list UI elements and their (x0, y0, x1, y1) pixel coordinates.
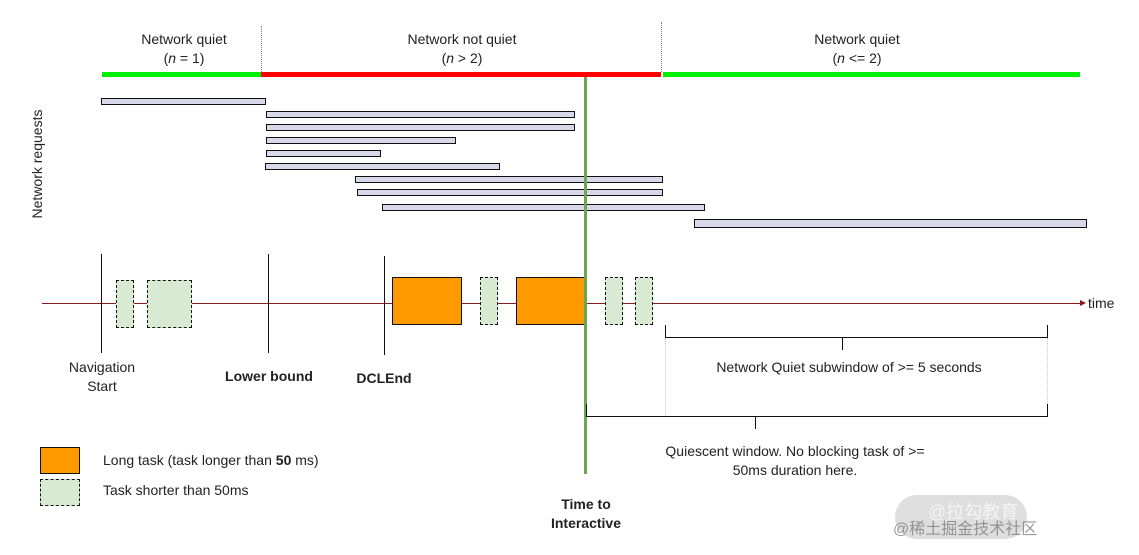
network-request-bar (101, 98, 266, 105)
quiescent-window-label: Quiescent window. No blocking task of >=… (665, 443, 925, 478)
dcl-end-label: DCLEnd (356, 370, 412, 386)
subwindow-bracket-right (1047, 325, 1048, 338)
segment-title: Network not quiet (407, 31, 517, 47)
segment-condition: (n = 1) (163, 50, 205, 66)
network-request-bar (266, 124, 575, 131)
network-request-bar (265, 163, 500, 170)
short-task (480, 277, 498, 325)
subwindow-bracket-left (665, 325, 666, 338)
quiescent-bracket-left (586, 404, 587, 417)
legend-short-task-label: Task shorter than 50ms (103, 482, 249, 498)
navigation-start-label: Navigation Start (68, 359, 136, 394)
subwindow-guide (665, 338, 666, 416)
quiescent-bracket-tick (755, 416, 756, 429)
network-quiet-subwindow-label: Network Quiet subwindow of >= 5 seconds (716, 359, 982, 375)
network-state-bar-not-quiet (261, 72, 661, 77)
segment-label-quiet-2: Network quiet (n <= 2) (757, 30, 957, 68)
network-state-bar-quiet-2 (663, 72, 1080, 77)
segment-label-quiet-1: Network quiet (n = 1) (104, 30, 264, 68)
network-request-bar (266, 137, 456, 144)
short-task (635, 277, 653, 325)
time-axis-arrow-icon (1080, 300, 1086, 306)
subwindow-guide (1047, 338, 1048, 416)
time-axis-label: time (1088, 295, 1115, 311)
segment-divider (661, 22, 662, 72)
segment-divider (261, 26, 262, 72)
time-to-interactive-line (584, 77, 587, 474)
watermark: @稀土掘金技术社区 (893, 521, 1038, 538)
network-request-bar (266, 111, 575, 118)
segment-title: Network quiet (141, 31, 227, 47)
lower-bound-line (268, 254, 269, 353)
segment-condition: (n > 2) (441, 50, 483, 66)
legend-short-task-swatch (40, 479, 80, 506)
legend-long-task-label: Long task (task longer than 50 ms) (103, 452, 319, 468)
quiescent-bracket (586, 416, 1047, 417)
long-task (516, 277, 585, 325)
segment-label-not-quiet: Network not quiet (n > 2) (362, 30, 562, 68)
network-request-bar (694, 219, 1087, 228)
navigation-start-line (101, 254, 102, 353)
legend-long-task-swatch (40, 447, 80, 474)
segment-title: Network quiet (814, 31, 900, 47)
network-state-bar-quiet-1 (102, 72, 261, 77)
watermark-faint: @拉勾教育 (928, 502, 1019, 522)
segment-condition: (n <= 2) (832, 50, 882, 66)
network-request-bar (266, 150, 381, 157)
network-request-bar (355, 176, 663, 183)
dcl-end-line (384, 256, 385, 355)
subwindow-bracket (665, 337, 1047, 338)
quiescent-bracket-right (1047, 404, 1048, 417)
tti-label: Time to Interactive (550, 496, 622, 531)
network-request-bar (357, 189, 663, 196)
short-task (147, 280, 192, 328)
watermark-badge (895, 495, 1027, 539)
y-axis-label: Network requests (29, 109, 45, 219)
long-task (392, 277, 462, 325)
lower-bound-label: Lower bound (225, 368, 313, 384)
short-task (116, 280, 134, 328)
network-request-bar (382, 204, 705, 211)
subwindow-bracket-tick (842, 337, 843, 350)
short-task (605, 277, 623, 325)
